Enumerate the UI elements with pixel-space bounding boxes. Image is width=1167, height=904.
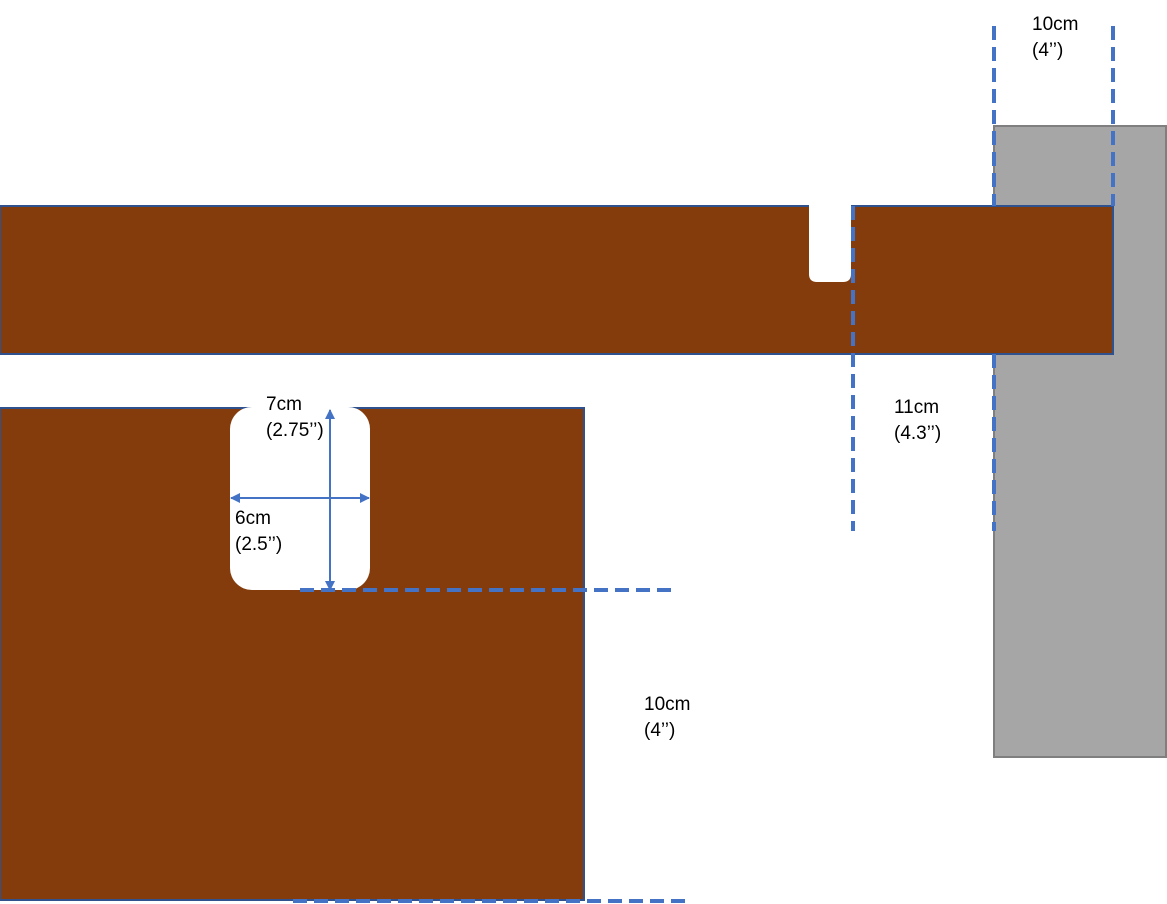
gap-height-label: 11cm (4.3’’) — [894, 395, 941, 447]
bottom-height-imperial: (4’’) — [644, 720, 676, 741]
bottom-height-label: 10cm (4’’) — [644, 692, 690, 744]
gap-height-metric: 11cm — [894, 397, 940, 418]
gap-height-imperial: (4.3’’) — [894, 423, 942, 444]
top-width-metric: 10cm — [1032, 14, 1079, 35]
cutout-height-imperial: (2.75’’) — [266, 420, 324, 441]
cutout-width-imperial: (2.5’’) — [235, 534, 283, 555]
cutout-height-metric: 7cm — [266, 394, 302, 415]
top-board-notch — [809, 205, 851, 282]
cutout-width-label: 6cm (2.5’’) — [235, 506, 282, 558]
top-width-imperial: (4’’) — [1032, 40, 1064, 61]
cutout-width-metric: 6cm — [235, 508, 271, 529]
top-width-label: 10cm (4’’) — [1032, 12, 1078, 64]
cutout-height-label: 7cm (2.75’’) — [266, 392, 324, 444]
bottom-height-metric: 10cm — [644, 694, 691, 715]
top-wood-board — [0, 205, 1114, 355]
